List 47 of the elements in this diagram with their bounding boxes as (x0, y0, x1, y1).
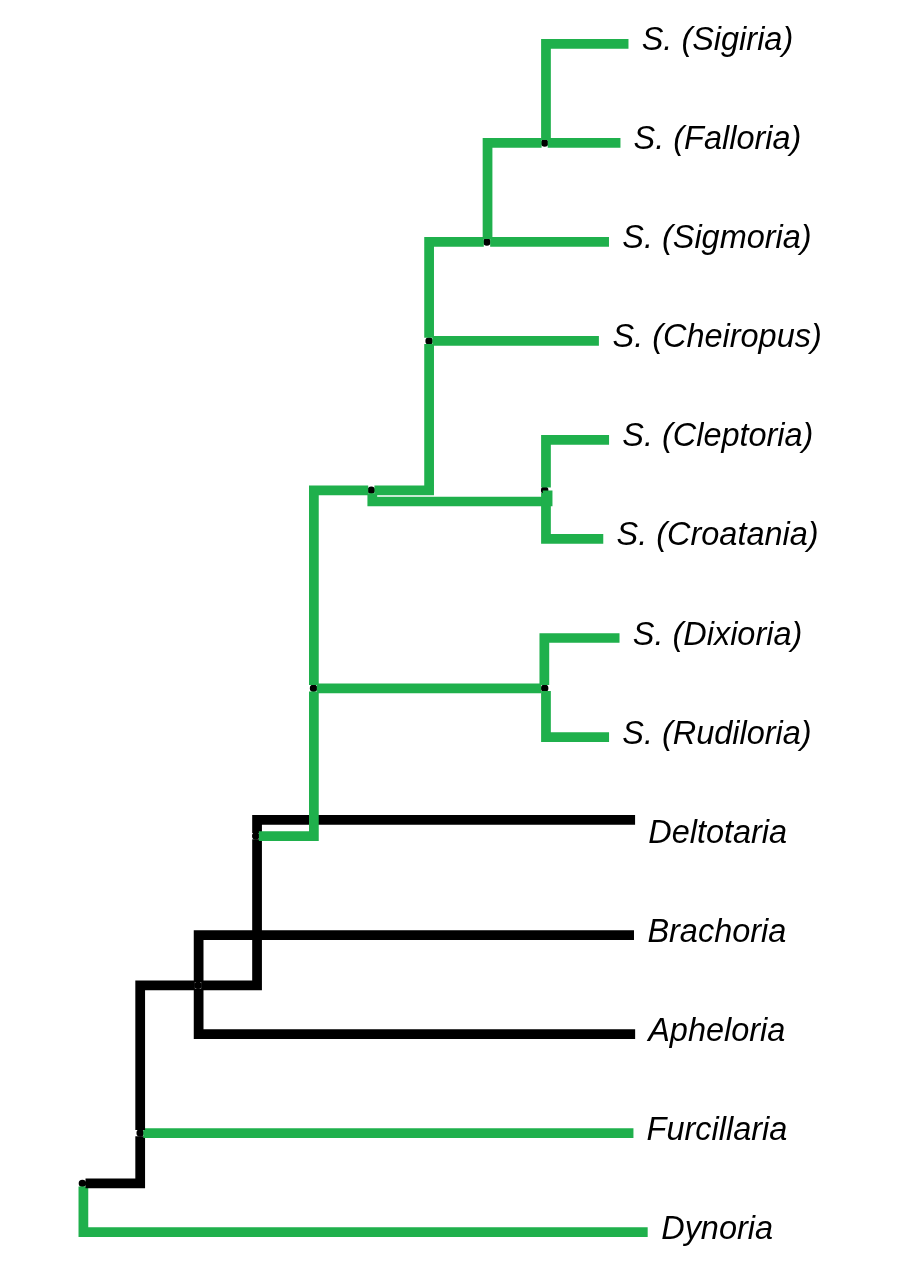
connector (316, 683, 542, 694)
connector (424, 237, 484, 338)
connector (135, 980, 195, 1130)
connector (547, 138, 621, 148)
node-text: S. (Croatania) (616, 516, 819, 553)
connector (201, 839, 262, 991)
node-point (194, 981, 202, 990)
node-text: S. (Dixioria) (632, 615, 803, 652)
connector (482, 138, 542, 240)
connector (258, 691, 319, 841)
node-point (252, 832, 260, 840)
connector (85, 1136, 146, 1189)
node-point (540, 139, 549, 147)
connector (541, 492, 604, 544)
node-text: S. (Sigmoria) (622, 219, 812, 256)
connector (432, 336, 599, 346)
node-point (540, 684, 549, 693)
connector (541, 690, 610, 742)
node-text: S. (Cheiropus) (612, 318, 822, 355)
node-point (425, 337, 433, 345)
node-text: Furcillaria (646, 1110, 788, 1147)
connector (541, 435, 610, 488)
node-point (540, 486, 549, 495)
node-text: Dynoria (661, 1209, 774, 1246)
node-text: S. (Cleptoria) (622, 417, 814, 454)
connector (490, 237, 609, 247)
connector (309, 485, 369, 685)
connector (78, 1186, 648, 1237)
connector (193, 930, 634, 983)
connector (252, 815, 636, 833)
connector (374, 344, 434, 496)
connector (539, 633, 620, 685)
connector (193, 988, 636, 1039)
connector (541, 39, 629, 141)
node-text: Brachoria (647, 912, 787, 949)
node-point (483, 238, 491, 246)
node-text: Apheloria (648, 1011, 786, 1048)
node-text: S. (Sigiria) (641, 21, 794, 58)
node-point (78, 1179, 87, 1188)
node-point (136, 1129, 144, 1137)
connector (143, 1128, 634, 1138)
node-text: S. (Rudiloria) (622, 714, 812, 751)
node-text: Deltotaria (648, 813, 788, 850)
connector (367, 490, 553, 507)
node-text: S. (Falloria) (633, 120, 802, 157)
node-point (309, 684, 318, 693)
node-point (367, 486, 376, 495)
